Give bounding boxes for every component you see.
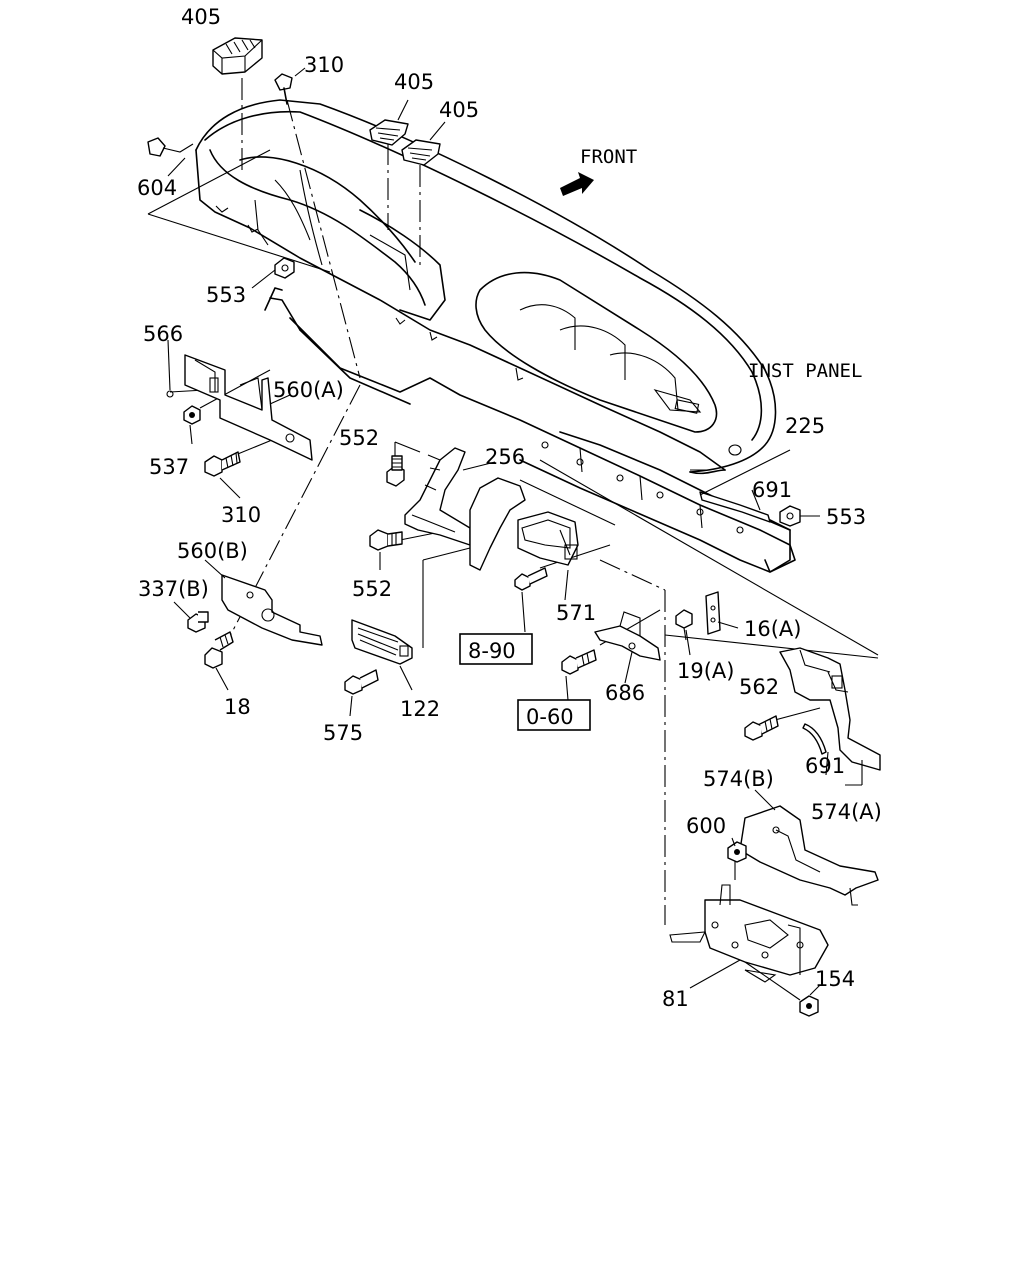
label-leaders	[167, 67, 863, 996]
part-18-bolt	[204, 631, 234, 669]
label-405-top: 405	[181, 5, 221, 29]
part-553-nut-upper	[274, 257, 295, 279]
label-310-lower: 310	[221, 503, 261, 527]
label-256: 256	[485, 445, 525, 469]
part-575-screw	[344, 669, 379, 695]
ref-box-8-90	[459, 633, 533, 665]
label-16a: 16(A)	[744, 617, 801, 641]
label-560b: 560(B)	[177, 539, 248, 563]
label-574a: 574(A)	[811, 800, 882, 824]
label-18: 18	[224, 695, 251, 719]
label-691-upper: 691	[752, 478, 792, 502]
part-553-nut-lower	[779, 505, 801, 527]
label-686: 686	[605, 681, 645, 705]
part-256-bracket	[404, 447, 471, 546]
label-552-upper: 552	[339, 426, 379, 450]
part-122-switch-panel	[351, 619, 413, 665]
part-19a-screw	[675, 609, 693, 641]
label-560a: 560(A)	[273, 378, 344, 402]
label-553-upper: 553	[206, 283, 246, 307]
part-405-cap	[212, 37, 263, 75]
part-537-nut	[183, 405, 201, 425]
part-571-housing	[469, 477, 579, 571]
part-574a-bracket	[779, 647, 881, 771]
part-560a-bracket	[184, 354, 313, 461]
label-81: 81	[662, 987, 689, 1011]
part-310-bolt-lower	[204, 451, 241, 477]
label-571: 571	[556, 601, 596, 625]
label-154: 154	[815, 967, 855, 991]
label-310-top: 310	[304, 53, 344, 77]
part-310-screw-top	[274, 73, 293, 105]
label-552-lower: 552	[352, 577, 392, 601]
label-225: 225	[785, 414, 825, 438]
label-405-grille-a: 405	[394, 70, 434, 94]
part-562-bolt	[744, 715, 779, 741]
instrument-panel	[195, 99, 777, 475]
part-0-60-bolt	[561, 649, 597, 675]
label-691-lower: 691	[805, 754, 845, 778]
part-686-bracket	[594, 611, 661, 661]
part-337b-clip	[187, 611, 209, 633]
label-front: FRONT	[580, 146, 637, 168]
part-600-nut	[727, 841, 747, 863]
part-405-grille-b	[401, 139, 441, 166]
part-405-grille-a	[369, 119, 409, 146]
part-574b-bracket	[739, 805, 879, 906]
part-81-tray	[669, 884, 829, 983]
part-154-nut	[799, 995, 819, 1017]
label-337b: 337(B)	[138, 577, 209, 601]
part-604-clip	[147, 137, 194, 157]
label-604: 604	[137, 176, 177, 200]
label-8-90: 8-90	[468, 639, 516, 663]
label-566: 566	[143, 322, 183, 346]
label-0-60: 0-60	[526, 705, 574, 729]
label-574b: 574(B)	[703, 767, 774, 791]
label-553-lower: 553	[826, 505, 866, 529]
part-560b-bracket	[221, 574, 323, 646]
part-566-pin	[166, 390, 174, 398]
label-537: 537	[149, 455, 189, 479]
part-552-bolt-lower	[369, 529, 403, 551]
label-122: 122	[400, 697, 440, 721]
label-562: 562	[739, 675, 779, 699]
part-691-strip-lower	[802, 723, 827, 755]
part-8-90-screw	[514, 567, 548, 591]
part-691-strip-upper	[699, 491, 771, 523]
front-arrow-icon	[560, 172, 594, 196]
label-405-grille-b: 405	[439, 98, 479, 122]
label-19a: 19(A)	[677, 659, 734, 683]
label-600: 600	[686, 814, 726, 838]
label-575: 575	[323, 721, 363, 745]
part-552-bolt-upper	[386, 455, 405, 487]
label-inst-panel: INST PANEL	[748, 360, 862, 382]
part-16a-clip	[705, 591, 721, 635]
ref-box-0-60	[517, 699, 591, 731]
